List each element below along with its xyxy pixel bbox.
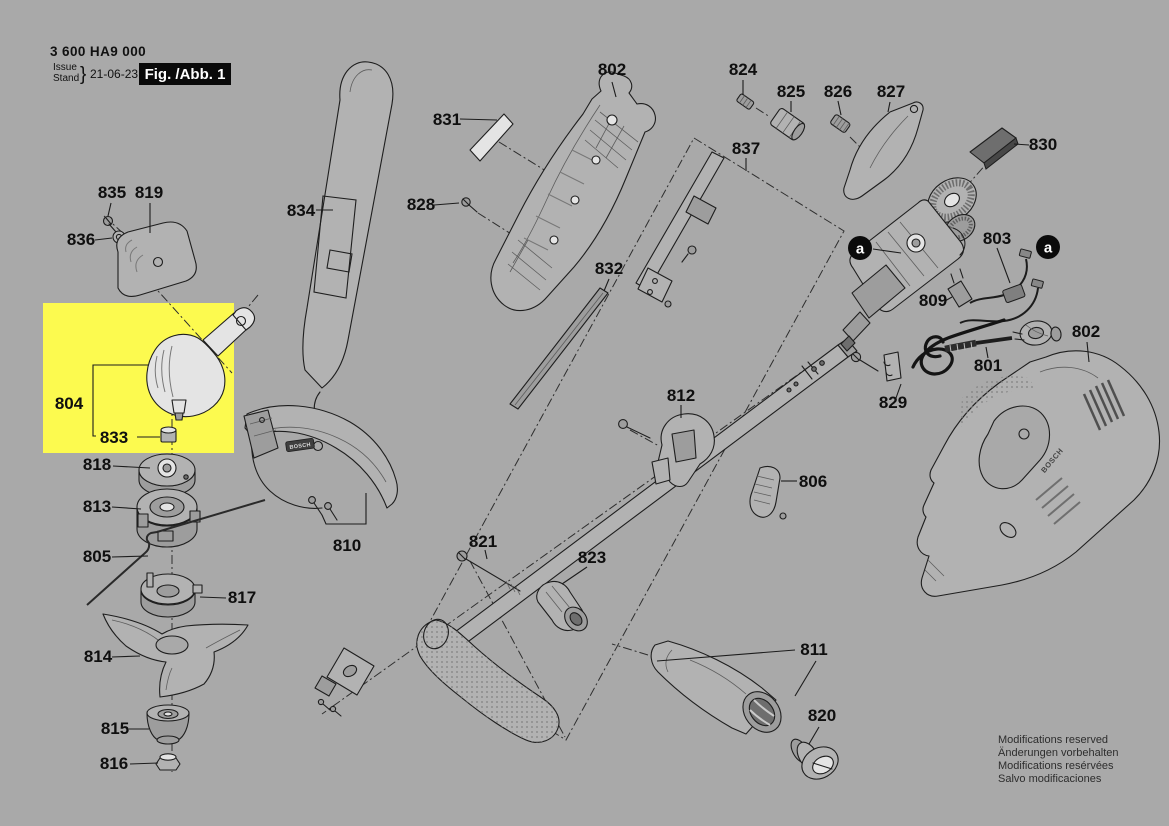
part-804-gear-head[interactable] [146, 307, 256, 421]
marker-a-left-letter: a [856, 241, 865, 258]
part-label-812[interactable]: 812 [667, 386, 695, 405]
part-label-817[interactable]: 817 [228, 588, 256, 607]
part-label-806[interactable]: 806 [799, 472, 827, 491]
part-810-guard: BOSCH [243, 405, 398, 521]
part-805-cutter-wire [86, 499, 266, 606]
part-label-820[interactable]: 820 [808, 706, 836, 725]
issue-date: 21-06-23 [90, 67, 138, 81]
part-802-housing-left [490, 71, 656, 312]
part-label-814[interactable]: 814 [84, 647, 113, 666]
part-label-819[interactable]: 819 [135, 183, 163, 202]
guard-brand-logo: BOSCH [289, 442, 311, 451]
part-828-screw [461, 197, 478, 213]
part-label-832[interactable]: 832 [595, 259, 623, 278]
part-827-lever [843, 101, 924, 200]
motor-assembly [840, 177, 977, 352]
part-label-809[interactable]: 809 [919, 291, 947, 310]
model-part-number: 3 600 HA9 000 [50, 44, 146, 59]
footer-line-es: Salvo modificaciones [998, 773, 1102, 785]
part-label-823[interactable]: 823 [578, 548, 606, 567]
marker-a-right: a [1036, 235, 1060, 259]
part-816-nut [155, 753, 181, 771]
header-block: 3 600 HA9 000 Issue Stand } 21-06-23 Fig… [50, 44, 231, 85]
part-818-bearing [138, 453, 196, 497]
part-837-assembly-box [415, 137, 845, 741]
part-label-802-right[interactable]: 802 [1072, 322, 1100, 341]
part-831-plate [469, 113, 514, 162]
issue-label-de: Stand [53, 73, 79, 84]
footer-line-en: Modifications reserved [998, 734, 1108, 746]
part-callouts: 802 824 825 826 827 830 831 834 828 837 … [55, 60, 1100, 773]
part-833-sleeve[interactable] [160, 426, 177, 443]
shaft-end-fitting [314, 647, 375, 717]
part-832-drive-strip [509, 287, 609, 410]
leader-lines [92, 80, 1090, 765]
part-label-824[interactable]: 824 [729, 60, 758, 79]
part-819-switch-housing [116, 221, 197, 297]
marker-a-right-letter: a [1044, 240, 1053, 257]
marker-a-left: a [848, 236, 872, 260]
part-label-801[interactable]: 801 [974, 356, 1002, 375]
part-825-cylinder [770, 108, 806, 141]
part-label-829[interactable]: 829 [879, 393, 907, 412]
part-824-spring [736, 93, 755, 110]
footer-legal-block: Modifications reserved Änderungen vorbeh… [998, 734, 1118, 785]
part-label-827[interactable]: 827 [877, 82, 905, 101]
part-label-836[interactable]: 836 [67, 230, 95, 249]
part-label-810[interactable]: 810 [333, 536, 361, 555]
part-label-837[interactable]: 837 [732, 139, 760, 158]
part-815-support-cup [146, 704, 190, 745]
part-label-826[interactable]: 826 [824, 82, 852, 101]
part-label-803[interactable]: 803 [983, 229, 1011, 248]
part-label-802-top[interactable]: 802 [598, 60, 626, 79]
part-829-cord-clamp [850, 351, 902, 382]
part-823-roller [536, 580, 588, 632]
part-label-825[interactable]: 825 [777, 82, 805, 101]
part-802-housing-right: BOSCH [916, 350, 1161, 597]
part-label-813[interactable]: 813 [83, 497, 111, 516]
part-801-power-cord [911, 318, 1062, 376]
part-817-spool [140, 572, 203, 618]
part-label-831[interactable]: 831 [433, 110, 461, 129]
part-806-lever [749, 465, 787, 520]
part-835-screw [102, 215, 117, 233]
issue-label-en: Issue [53, 62, 77, 73]
part-826-spring [830, 114, 851, 133]
part-label-821[interactable]: 821 [469, 532, 497, 551]
part-label-830[interactable]: 830 [1029, 135, 1057, 154]
figure-caption: Fig. /Abb. 1 [145, 66, 226, 83]
figure-caption-box [139, 63, 231, 85]
part-label-835[interactable]: 835 [98, 183, 126, 202]
upper-shaft-segment [635, 151, 725, 308]
grip-handle [416, 618, 560, 743]
part-809-switch-block [947, 268, 973, 308]
footer-line-de: Änderungen vorbehalten [998, 747, 1118, 759]
part-814-blade [102, 613, 249, 698]
issue-brace: } [80, 64, 86, 85]
part-label-828[interactable]: 828 [407, 195, 435, 214]
part-label-811[interactable]: 811 [800, 640, 827, 659]
part-label-805[interactable]: 805 [83, 547, 111, 566]
part-821-bolt [456, 550, 521, 596]
part-label-815[interactable]: 815 [101, 719, 129, 738]
part-812-bracket [618, 413, 715, 488]
footer-line-fr: Modifications resérvées [998, 760, 1114, 772]
part-label-833[interactable]: 833 [100, 428, 128, 447]
part-label-834[interactable]: 834 [287, 201, 316, 220]
part-label-804[interactable]: 804 [55, 394, 84, 413]
part-label-816[interactable]: 816 [100, 754, 128, 773]
part-820-cap [790, 738, 839, 780]
part-label-818[interactable]: 818 [83, 455, 111, 474]
